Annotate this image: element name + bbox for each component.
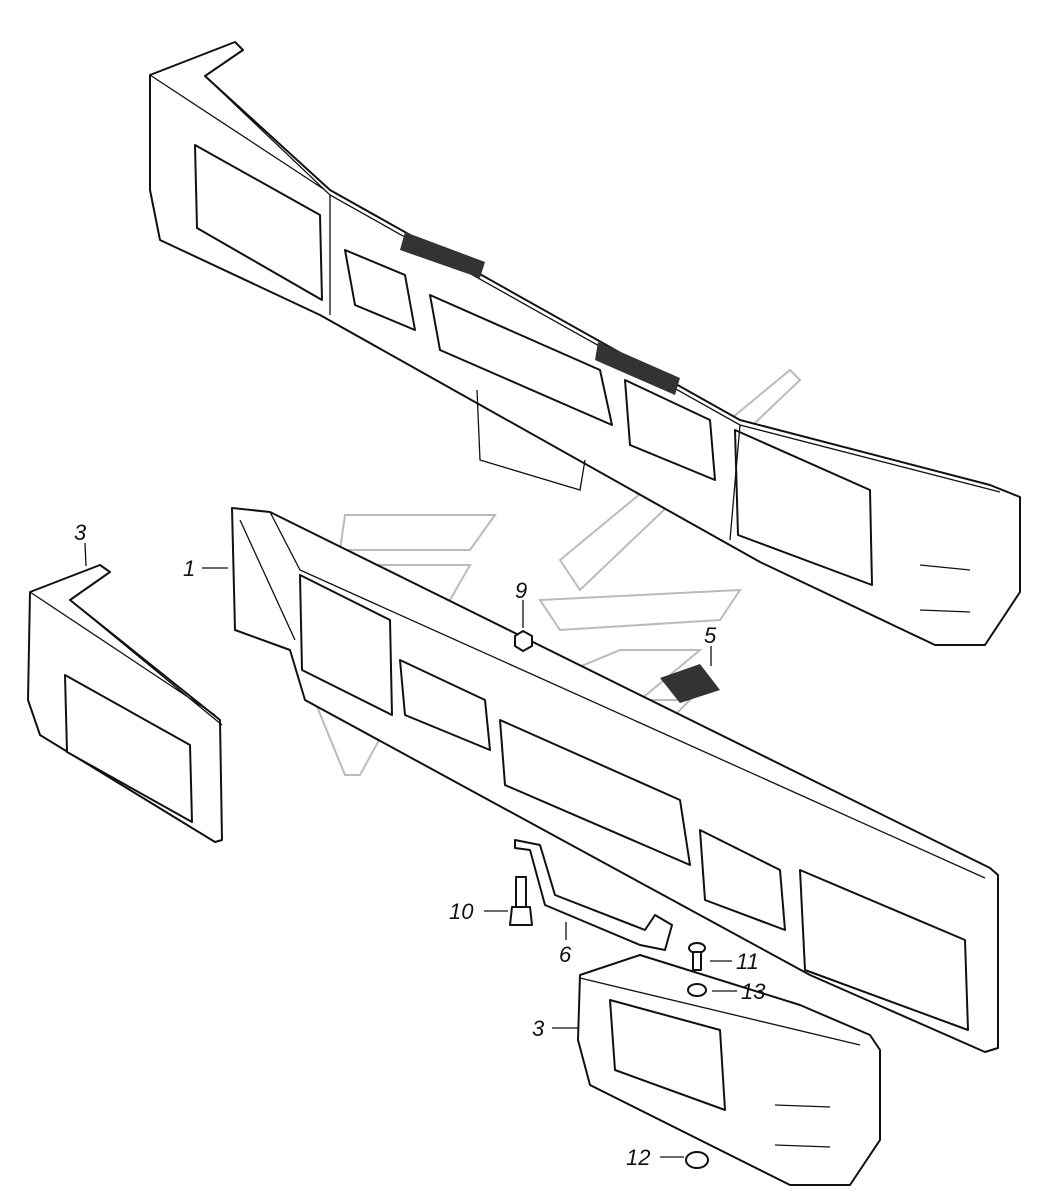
right-end-cap (577, 954, 881, 1186)
nut-part (514, 630, 533, 652)
callout-11: 11 (736, 949, 759, 974)
bracket-part (514, 839, 673, 951)
callout-1: 1 (183, 556, 195, 581)
reflector-sticker-part (660, 664, 720, 703)
callout-13: 13 (741, 979, 766, 1004)
left-end-cap (27, 564, 223, 843)
bolt-part (509, 876, 533, 926)
callout-10: 10 (449, 899, 474, 924)
callout-5: 5 (704, 623, 717, 648)
cap-nut-part (685, 1151, 709, 1169)
callout-12: 12 (626, 1145, 650, 1170)
callout-labels: 3 1 9 5 10 6 11 13 3 12 (74, 520, 766, 1170)
callout-3-right: 3 (532, 1016, 545, 1041)
assembled-bumper (149, 41, 1021, 646)
screw-part (688, 942, 706, 971)
callout-3-left: 3 (74, 520, 87, 545)
center-bumper (231, 507, 999, 1053)
hardware (509, 630, 720, 1169)
callout-9: 9 (515, 578, 527, 603)
leader-lines (84, 542, 737, 1158)
callout-6: 6 (559, 942, 572, 967)
washer-part (687, 983, 707, 997)
